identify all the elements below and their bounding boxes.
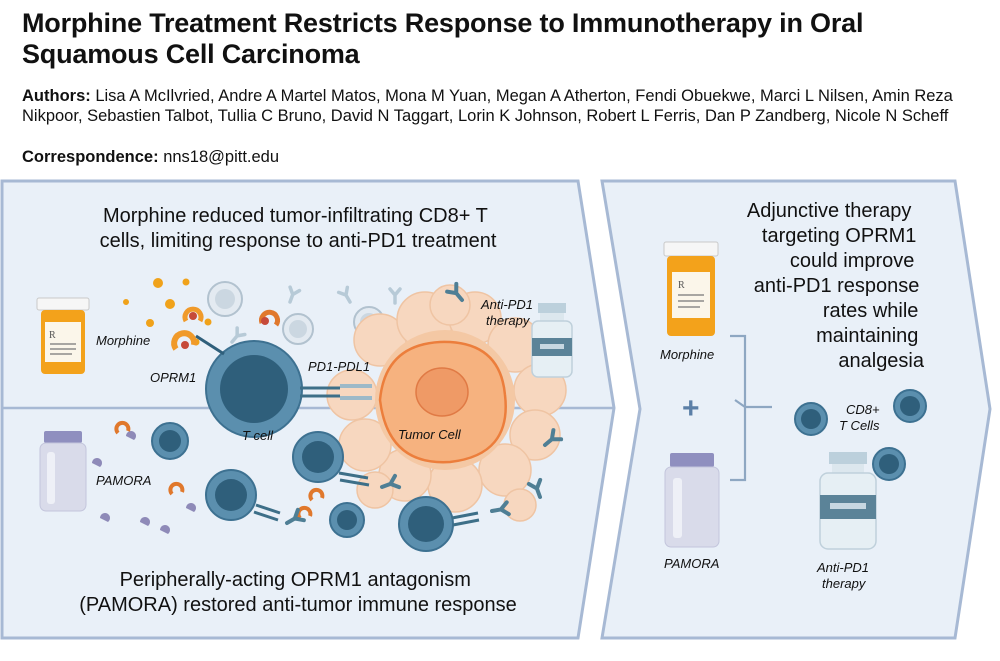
pamora-label-right: PAMORA xyxy=(664,556,719,571)
tumor-cell-label: Tumor Cell xyxy=(398,427,462,442)
morphine-label-right: Morphine xyxy=(660,347,714,362)
oprm1-label: OPRM1 xyxy=(150,370,196,385)
left-panel: Morphine reduced tumor-infiltrating CD8+… xyxy=(0,179,616,640)
pamora-bound-receptors xyxy=(114,420,325,520)
morphine-pill-bottle-icon: R xyxy=(36,297,90,374)
pd1-pdl1-label: PD1-PDL1 xyxy=(308,359,370,374)
pd1-antibody-blocks xyxy=(253,471,480,527)
t-cell-main xyxy=(171,330,303,438)
anti-pd1-vial-icon-left xyxy=(531,303,573,378)
authors-label: Authors: xyxy=(22,87,91,105)
pd1-pdl1-interaction xyxy=(300,384,372,400)
graphical-abstract-title: Morphine Treatment Restricts Response to… xyxy=(22,8,864,69)
left-bottom-text: Peripherally-acting OPRM1 antagonism (PA… xyxy=(79,569,517,616)
anti-pd1-vial-icon-right xyxy=(819,452,877,550)
svg-text:R: R xyxy=(49,330,56,341)
cd8-t-cells-right xyxy=(794,389,927,481)
correspondence-line: Correspondence: nns18@pitt.edu xyxy=(22,147,279,167)
authors-line: Authors: Lisa A McIlvried, Andre A Marte… xyxy=(22,86,987,126)
pamora-bottle-icon-right xyxy=(664,453,720,548)
morphine-pill-bottle-icon-right: R xyxy=(663,241,719,336)
cd8-t-cells-label: CD8+ T Cells xyxy=(839,402,883,433)
authors-list: Lisa A McIlvried, Andre A Martel Matos, … xyxy=(22,87,953,125)
morphine-label-left: Morphine xyxy=(96,333,150,348)
combination-bracket xyxy=(730,334,772,482)
pamora-label-left: PAMORA xyxy=(96,473,151,488)
plus-sign: + xyxy=(682,392,700,425)
correspondence-email[interactable]: nns18@pitt.edu xyxy=(163,148,280,166)
right-panel: Adjunctive therapy targeting OPRM1 could… xyxy=(600,179,992,640)
pamora-molecules xyxy=(92,431,197,534)
correspondence-label: Correspondence: xyxy=(22,148,159,166)
right-panel-text: Adjunctive therapy targeting OPRM1 could… xyxy=(747,200,925,372)
left-top-text: Morphine reduced tumor-infiltrating CD8+… xyxy=(100,205,497,252)
pamora-bottle-icon xyxy=(39,431,87,512)
anti-pd1-label-left: Anti-PD1 therapy xyxy=(480,297,537,328)
morphine-molecule-dots xyxy=(123,278,212,346)
t-cell-label: T cell xyxy=(242,428,274,443)
t-cells-activated xyxy=(151,422,454,552)
oprm1-receptors-top xyxy=(182,306,281,327)
anti-pd1-label-right: Anti-PD1 therapy xyxy=(816,560,873,591)
svg-text:R: R xyxy=(678,280,685,291)
tumor-cell-cluster xyxy=(326,284,567,522)
